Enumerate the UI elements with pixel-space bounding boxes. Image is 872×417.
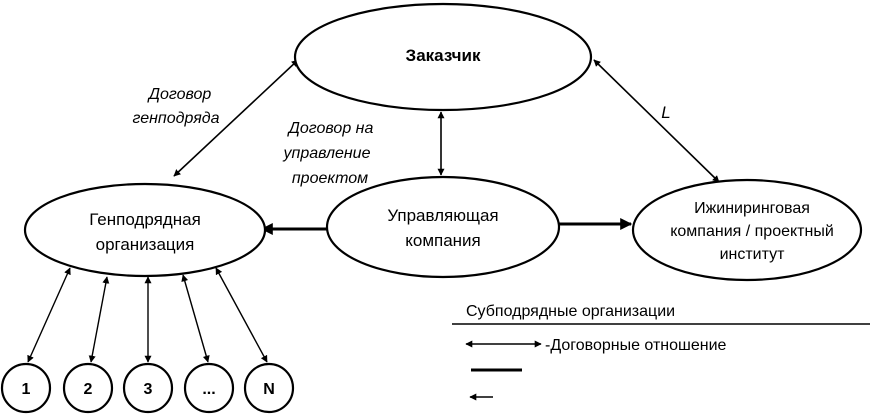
link-gen-sub-2 xyxy=(88,276,110,363)
engineering-contract-mark: L xyxy=(661,103,670,122)
management-company-label-line2: компания xyxy=(405,231,481,250)
link-customer-engineering xyxy=(593,59,720,183)
gen-contract-label-line1: Договор xyxy=(147,86,212,103)
subcontractor-2: 2 xyxy=(62,362,114,414)
customer-node: Заказчик xyxy=(293,2,593,112)
management-contract-label-line3: проектом xyxy=(292,170,368,187)
legend-contract-relations: -Договорные отношение xyxy=(545,337,727,354)
management-company-label-line1: Управляющая xyxy=(387,206,498,225)
general-contractor-node: Генподрядная организация xyxy=(23,182,267,278)
subcontractor-n: N xyxy=(243,362,295,414)
subcontractor-2-label: 2 xyxy=(84,381,93,398)
subcontractor-1: 1 xyxy=(0,362,52,414)
subcontractor-3: 3 xyxy=(122,362,174,414)
engineering-label-line1: Ижиниринговая xyxy=(694,200,810,217)
engineering-label-line3: институт xyxy=(720,246,786,263)
gen-contract-label-line2: генподряда xyxy=(133,110,220,127)
subcontractor-3-label: 3 xyxy=(144,381,153,398)
general-contractor-label-line2: организация xyxy=(96,235,195,254)
link-customer-gencontractor xyxy=(173,59,299,177)
engineering-label-line2: компания / проектный xyxy=(670,223,834,240)
general-contractor-label-line1: Генподрядная xyxy=(89,210,201,229)
link-gen-sub-n xyxy=(215,267,268,363)
subcontractor-n-label: N xyxy=(263,381,275,398)
subcontractor-1-label: 1 xyxy=(22,381,31,398)
subcontractor-ellipsis: ... xyxy=(183,362,235,414)
management-company-node: Управляющая компания xyxy=(325,175,561,279)
management-contract-label-line2: управление xyxy=(283,145,371,162)
link-gen-sub-1 xyxy=(27,267,71,363)
legend: Субподрядные организации -Договорные отн… xyxy=(452,303,870,401)
customer-label: Заказчик xyxy=(406,46,481,65)
link-gen-sub-dots xyxy=(181,274,210,363)
subcontractor-ellipsis-label: ... xyxy=(202,381,215,398)
management-contract-label-line1: Договор на xyxy=(287,120,374,137)
legend-title: Субподрядные организации xyxy=(466,303,675,320)
engineering-company-node: Ижиниринговая компания / проектный инсти… xyxy=(631,178,863,282)
